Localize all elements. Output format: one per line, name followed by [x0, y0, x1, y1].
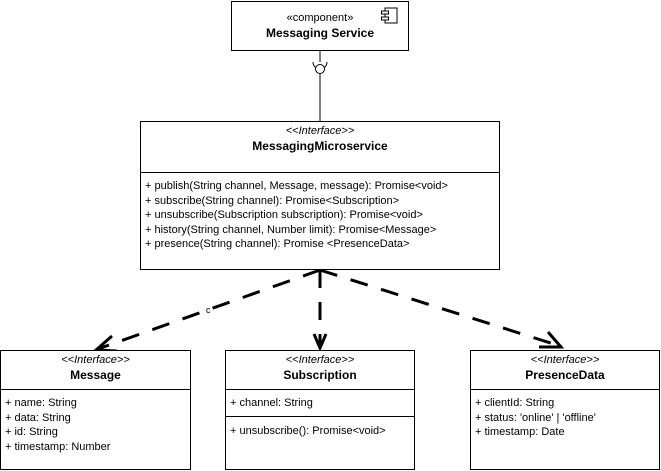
- interface-stereotype: <<Interface>>: [530, 354, 600, 366]
- interface-name: Subscription: [283, 368, 357, 382]
- component-name: Messaging Service: [265, 26, 375, 40]
- compartment-divider: [141, 172, 499, 173]
- interface-lollipop-connector: [312, 51, 328, 121]
- interface-stereotype: <<Interface>>: [285, 354, 355, 366]
- interface-stereotype: <<Interface>>: [61, 354, 130, 366]
- compartment-divider: [1, 389, 190, 390]
- method-list: + publish(String channel, Message, messa…: [145, 179, 497, 252]
- attribute-item: + timestamp: Number: [5, 440, 111, 453]
- attribute-item: + name: String: [5, 397, 77, 409]
- interface-presencedata[interactable]: <<Interface>> PresenceData + clientId: S…: [470, 350, 660, 470]
- attribute-item: + data: String: [5, 411, 71, 424]
- arrowhead-icon: [312, 333, 328, 352]
- interface-message[interactable]: <<Interface>> Message + name: String + d…: [0, 350, 191, 470]
- arrowhead-icon: [539, 331, 565, 349]
- attribute-list: + name: String + data: String + id: Stri…: [5, 396, 188, 454]
- attribute-item: + id: String: [5, 426, 58, 438]
- attribute-item: + timestamp: Date: [475, 426, 565, 438]
- interface-name: MessagingMicroservice: [252, 139, 388, 153]
- attribute-item: + channel: String: [230, 397, 313, 409]
- method-item: + publish(String channel, Message, messa…: [145, 180, 448, 192]
- method-item: + history(String channel, Number limit):…: [145, 223, 437, 236]
- method-item: + subscribe(String channel): Promise<Sub…: [145, 194, 400, 207]
- attribute-item: + clientId: String: [475, 397, 555, 409]
- compartment-divider: [471, 389, 659, 390]
- method-item: + unsubscribe(Subscription subscription)…: [145, 209, 423, 221]
- compartment-divider: [226, 416, 414, 417]
- attribute-list: + channel: String: [230, 396, 412, 411]
- component-stereotype: «component»: [286, 12, 354, 24]
- attribute-item: + status: 'online' | 'offline': [475, 411, 596, 424]
- compartment-divider: [226, 389, 414, 390]
- arrowhead-icon: [92, 334, 118, 353]
- interface-messaging-microservice[interactable]: <<Interface>> MessagingMicroservice + pu…: [140, 121, 500, 270]
- interface-name: Message: [70, 368, 121, 382]
- edge-to-presencedata: [319, 268, 565, 349]
- component-messaging-service[interactable]: «component» Messaging Service: [231, 1, 409, 51]
- method-item: + presence(String channel): Promise <Pre…: [145, 238, 410, 250]
- interface-stereotype: <<Interface>>: [285, 125, 355, 137]
- method-item: + unsubscribe(): Promise<void>: [230, 425, 386, 437]
- component-icon: [381, 7, 398, 24]
- ball-icon: [315, 64, 325, 74]
- interface-subscription[interactable]: <<Interface>> Subscription + channel: St…: [225, 350, 415, 470]
- edge-to-subscription: [312, 270, 328, 352]
- edge-label: c: [206, 305, 211, 315]
- method-list: + unsubscribe(): Promise<void>: [230, 424, 412, 439]
- attribute-list: + clientId: String + status: 'online' | …: [475, 396, 657, 440]
- interface-name: PresenceData: [525, 368, 605, 382]
